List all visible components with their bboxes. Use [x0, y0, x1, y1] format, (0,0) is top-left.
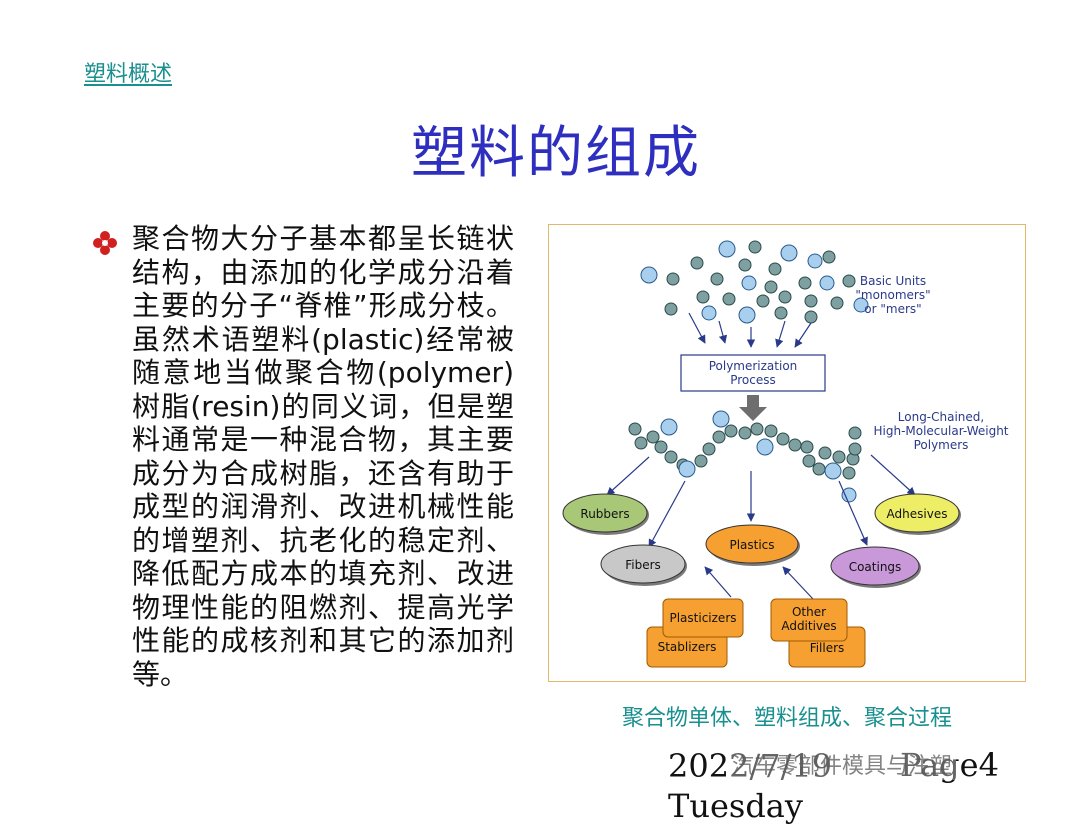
page-title: 塑料的组成 — [411, 121, 701, 186]
coatings-ellipse — [830, 546, 920, 586]
adhesives-ellipse — [874, 493, 960, 533]
footer-page-number: Page4 — [900, 746, 999, 784]
polymer-chain — [628, 410, 862, 503]
down-arrow-icon — [739, 395, 767, 421]
basic-units-label-line1: Basic Units — [860, 274, 926, 288]
footer-date-line1: 2022/7/19 — [668, 747, 833, 785]
other-additives-box — [770, 598, 848, 642]
basic-units-label-line2: "monomers" — [855, 288, 930, 302]
coatings-label: Coatings — [849, 560, 902, 574]
polymers-label-line3: Polymers — [914, 438, 969, 452]
other-additives-label-line2: Additives — [781, 619, 836, 633]
rubbers-label: Rubbers — [580, 507, 629, 521]
rubbers-ellipse — [562, 493, 648, 533]
bullet-text: 聚合物大分子基本都呈长链状结构，由添加的化学成分沿着主要的分子“脊椎”形成分枝。… — [132, 222, 514, 691]
fillers-label: Fillers — [810, 641, 845, 655]
polymer-diagram-svg: Basic Units "monomers" or "mers" Polymer… — [562, 240, 1009, 668]
section-link[interactable]: 塑料概述 — [84, 62, 173, 87]
polymers-label-line2: High-Molecular-Weight — [873, 424, 1008, 438]
adhesives-label: Adhesives — [887, 507, 948, 521]
polymers-label-line1: Long-Chained, — [898, 410, 984, 424]
plasticizers-box — [662, 598, 744, 638]
other-additives-label-line1: Other — [792, 605, 826, 619]
plasticizers-label: Plasticizers — [669, 611, 736, 625]
diamond-bullet-icon — [93, 231, 117, 255]
plastics-label: Plastics — [729, 538, 774, 552]
plastics-ellipse — [705, 524, 799, 564]
footer-date-line2: Tuesday — [668, 787, 803, 825]
basic-units-label-line3: or "mers" — [864, 302, 921, 316]
polymerization-process-box — [680, 354, 826, 392]
monomer-cluster — [640, 240, 869, 324]
figure-caption: 聚合物单体、塑料组成、聚合过程 — [621, 706, 952, 731]
stablizers-label: Stablizers — [658, 640, 717, 654]
footer-date: 2022/7/19 Tuesday — [668, 746, 832, 826]
process-label-line1: Polymerization — [709, 359, 798, 373]
fibers-ellipse — [600, 544, 686, 584]
polymer-diagram: Basic Units "monomers" or "mers" Polymer… — [548, 224, 1026, 682]
process-label-line2: Process — [730, 373, 776, 387]
watermark: 汽车零部件模具与注塑 — [728, 748, 957, 780]
fibers-label: Fibers — [625, 558, 661, 572]
